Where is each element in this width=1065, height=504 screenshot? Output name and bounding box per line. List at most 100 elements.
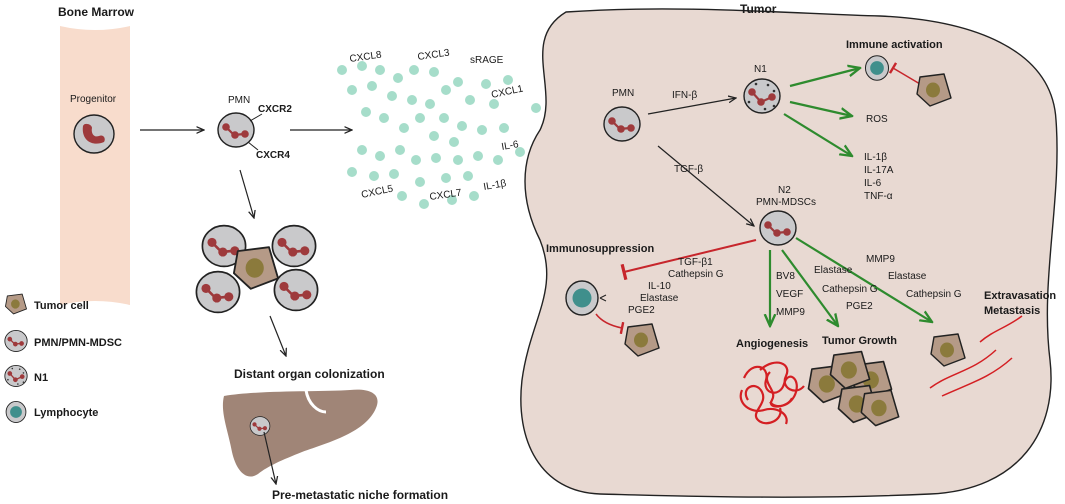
lymphocyte-icon — [5, 401, 27, 423]
pre-metastatic-title: Pre-metastatic niche formation — [272, 488, 448, 502]
growth-factor-0: Elastase — [814, 265, 853, 276]
chemokine-dot — [465, 95, 475, 105]
arrow-pmn-to-n2 — [657, 145, 754, 226]
cluster-pmn-cell — [271, 224, 317, 268]
chemokine-dot — [387, 91, 397, 101]
immuno-factor-0: TGF-β1 — [678, 257, 713, 268]
ifn-beta-label: IFN-β — [672, 90, 697, 101]
pmn-left-label: PMN — [228, 95, 250, 106]
pmn-tumor-cluster — [195, 224, 319, 314]
chemokine-dot — [469, 191, 479, 201]
arrow-liver-to-niche — [263, 431, 276, 484]
chemokine-dot — [531, 103, 541, 113]
chemokine-dot — [515, 147, 525, 157]
chemokine-dot — [441, 85, 451, 95]
tgf-beta-label: TGF-β — [674, 164, 703, 175]
chemokine-dot — [375, 65, 385, 75]
chemokine-dot — [503, 75, 513, 85]
chemokine-dot — [389, 169, 399, 179]
legend-label-n1: N1 — [34, 372, 48, 384]
chemokine-dot — [347, 167, 357, 177]
liver-lobe-line — [304, 389, 327, 414]
n2-cell — [758, 209, 798, 247]
chemokine-cxcl3: CXCL3 — [417, 48, 451, 63]
chemokine-cxcl7: CXCL7 — [429, 188, 463, 203]
arrow-cluster-to-organ — [269, 315, 286, 356]
ros-label: ROS — [866, 114, 888, 125]
chemokine-dot — [499, 123, 509, 133]
cluster-pmn-cell — [195, 270, 241, 314]
chemokine-dot — [357, 61, 367, 71]
bone-marrow-shape — [60, 26, 130, 305]
n1-cell — [742, 77, 782, 115]
chemokine-dot — [367, 81, 377, 91]
chemokine-dot — [429, 131, 439, 141]
chemokine-srage: sRAGE — [470, 55, 504, 66]
angio-factor-2: MMP9 — [776, 307, 805, 318]
arrow-n1-to-ros — [789, 100, 852, 116]
chemokine-dot — [393, 73, 403, 83]
metastasis-title: Metastasis — [984, 305, 1040, 317]
metastasis-vessels — [929, 315, 1023, 397]
cluster-pmn-cell — [273, 268, 319, 312]
pmn-mdscs-label: PMN-MDSCs — [756, 197, 816, 208]
inhibit-lymphocyte-to-tumor — [595, 313, 625, 335]
chemokine-dot — [415, 177, 425, 187]
cxcr2-pointer — [249, 113, 263, 122]
arrow-pmn-to-cluster — [239, 169, 254, 218]
suppressed-lymphocyte-cell — [565, 280, 599, 316]
n1-cytokine-1: IL-17A — [864, 165, 894, 176]
chemokine-dot — [407, 95, 417, 105]
chemokine-dot — [361, 107, 371, 117]
inhibit-n2-to-immunity — [620, 239, 757, 281]
meta-factor-1: Elastase — [888, 271, 927, 282]
chemokine-dot — [473, 151, 483, 161]
extravasation-title: Extravasation — [984, 290, 1056, 302]
angio-factor-1: VEGF — [776, 289, 803, 300]
chemokine-dot — [357, 145, 367, 155]
immuno-factor-1: Cathepsin G — [668, 269, 724, 280]
n1-cytokine-3: TNF-α — [864, 191, 893, 202]
chemokine-dot — [409, 65, 419, 75]
cluster-tumor-cell — [232, 246, 280, 290]
arrow-n2-to-growth — [781, 249, 838, 326]
arrow-n1-to-immune — [789, 68, 860, 88]
chemokine-dots — [337, 61, 541, 209]
arrow-n1-to-cytokines — [783, 113, 852, 156]
lymphocyte-receptor — [599, 294, 607, 302]
bone-marrow-title: Bone Marrow — [58, 5, 135, 19]
immuno-factor-3: Elastase — [640, 293, 679, 304]
chemokine-dot — [453, 77, 463, 87]
inhibit-tumor-to-lymphocyte — [888, 62, 921, 85]
chemokine-il6: IL-6 — [501, 139, 520, 153]
legend: Tumor cell PMN/PMN-MDSC N1 Lymphocyte — [4, 293, 122, 423]
n1-icon — [4, 364, 28, 388]
immune-activation-title: Immune activation — [846, 39, 943, 51]
chemokine-dot — [399, 123, 409, 133]
chemokine-dot — [477, 125, 487, 135]
chemokine-dot — [449, 137, 459, 147]
tumor-cell-icon — [5, 293, 27, 315]
meta-factor-0: MMP9 — [866, 254, 895, 265]
growth-factor-2: PGE2 — [846, 301, 873, 312]
chemokine-dot — [379, 113, 389, 123]
legend-label-lymphocyte: Lymphocyte — [34, 407, 98, 419]
progenitor-cell — [73, 114, 115, 154]
chemokine-cxcl1: CXCL1 — [490, 83, 524, 101]
immuno-factor-2: IL-10 — [648, 281, 671, 292]
growth-factor-1: Cathepsin G — [822, 284, 878, 295]
chemokine-dot — [493, 155, 503, 165]
chemokine-dot — [441, 173, 451, 183]
chemokine-dot — [397, 191, 407, 201]
chemokine-dot — [489, 99, 499, 109]
immune-lymphocyte-cell — [864, 55, 890, 81]
chemokine-dot — [369, 171, 379, 181]
cxcr4-label: CXCR4 — [256, 150, 290, 161]
tumor-title: Tumor — [740, 2, 777, 16]
meta-factor-2: Cathepsin G — [906, 289, 962, 300]
chemokine-dot — [411, 155, 421, 165]
cxcr2-label: CXCR2 — [258, 104, 292, 115]
pmn-icon — [4, 329, 28, 353]
chemokine-dot — [429, 67, 439, 77]
